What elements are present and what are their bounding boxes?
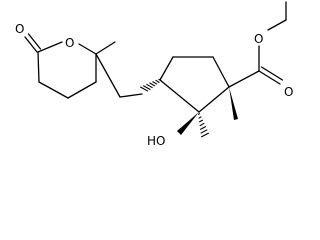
hydroxyl-label: HO: [147, 134, 165, 148]
cp-bond-c5-c1: [159, 79, 200, 113]
ester-carbonyl-double-bond-b: [260, 66, 284, 81]
lactone-carbonyl-oxygen-label: O: [15, 22, 24, 36]
cyclopentane-ring: [159, 56, 230, 113]
hashed-bond-linker: [139, 78, 162, 92]
lactone-carbonyl-double-bond-b: [27, 33, 42, 50]
lactone-methyl-bond: [95, 41, 116, 55]
wedge-bond-methyl-c4: [229, 87, 238, 120]
ester-carbonyl-oxygen-label: O: [284, 85, 293, 99]
ethyl-bond-o-ch2: [267, 19, 287, 31]
lactone-ring: [24, 33, 143, 99]
ring-bond-c4-c3: [38, 81, 69, 99]
ring-bond-c3-c2: [37, 51, 40, 83]
ester-ether-oxygen-label: O: [254, 32, 263, 46]
ring-bond-c5-c4: [67, 81, 97, 99]
hashed-bond-methyl-c5: [197, 113, 210, 138]
cp-bond-c3-c4: [212, 56, 230, 88]
atom-labels: O O O O HO: [15, 22, 293, 148]
cp-bond-c1-c2: [159, 56, 174, 81]
wedge-bond-hydroxyl: [177, 112, 199, 135]
lactone-carbonyl-double-bond-a: [24, 36, 38, 53]
ester-carbonyl-double-bond-a: [258, 70, 281, 85]
ring-bond-o-c6: [78, 43, 97, 55]
ring-bond-c1-o: [37, 41, 63, 53]
ring-oxygen-label: O: [65, 36, 74, 50]
ester-group: [228, 1, 287, 88]
molecule-structure: O O O O HO: [15, 1, 293, 148]
ester-bond-ring-carbon: [228, 70, 260, 88]
linker-bond-a: [95, 53, 121, 98]
cp-bond-c4-c5: [198, 86, 230, 113]
linker-bond-b: [119, 93, 143, 98]
